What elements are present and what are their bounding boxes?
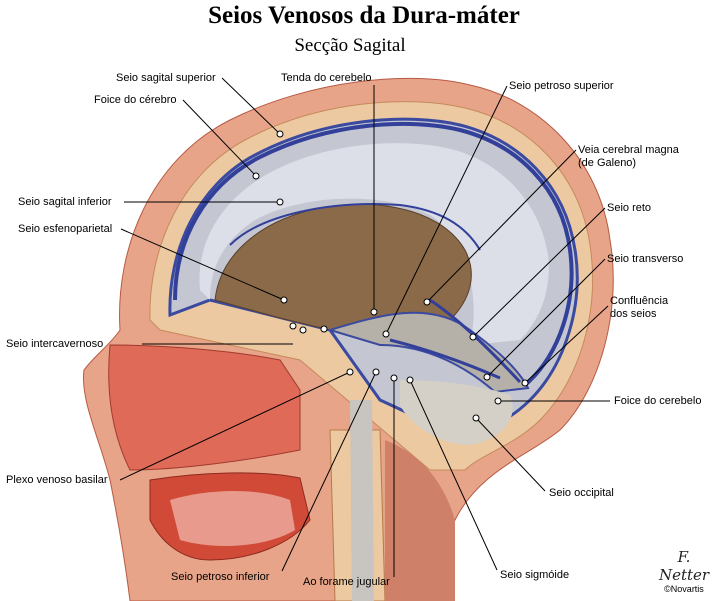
label-ao-forame-jugular: Ao forame jugular <box>303 576 390 588</box>
label-seio-sagital-inferior: Seio sagital inferior <box>18 196 112 208</box>
copyright-text: ©Novartis <box>664 584 704 594</box>
diagram-subtitle: Secção Sagital <box>294 35 406 56</box>
leader-lines <box>119 77 610 577</box>
label-veia-cerebral-magna-line2: (de Galeno) <box>578 157 637 169</box>
label-seio-intercavernoso: Seio intercavernoso <box>6 338 104 350</box>
spinal-cord <box>350 400 374 601</box>
label-seio-transverso: Seio transverso <box>607 253 684 265</box>
falx-cerebri <box>199 143 549 345</box>
artist-signature: F. Netter <box>658 548 710 584</box>
diagram-title: Seios Venosos da Dura-máter <box>208 2 520 29</box>
label-confluencia-line2: dos seios <box>610 308 657 320</box>
label-seio-petroso-inferior: Seio petroso inferior <box>171 571 270 583</box>
tongue <box>170 491 295 546</box>
label-seio-petroso-superior: Seio petroso superior <box>509 80 614 92</box>
label-foice-do-cerebro: Foice do cérebro <box>94 94 177 106</box>
label-confluencia-line1: Confluência <box>610 295 669 307</box>
label-veia-cerebral-magna-line1: Veia cerebral magna <box>578 144 679 156</box>
superior-sagittal-sinus-line <box>173 121 574 387</box>
label-plexo-venoso-basilar: Plexo venoso basilar <box>6 474 108 486</box>
label-seio-sigmoide: Seio sigmóide <box>500 569 570 581</box>
label-seio-esfenoparietal: Seio esfenoparietal <box>18 223 113 235</box>
label-seio-occipital: Seio occipital <box>549 487 614 499</box>
nasal-cavity <box>108 344 301 471</box>
label-tenda-do-cerebelo: Tenda do cerebelo <box>281 72 372 84</box>
label-foice-do-cerebelo: Foice do cerebelo <box>614 395 702 407</box>
label-seio-sagital-superior: Seio sagital superior <box>116 72 216 84</box>
inferior-sagittal-sinus-line <box>229 203 481 251</box>
posterior-fossa <box>400 380 513 445</box>
neck-muscles <box>385 440 455 601</box>
marker-dots <box>252 130 529 422</box>
label-seio-reto: Seio reto <box>607 202 652 214</box>
cranial-cavity <box>214 203 472 346</box>
